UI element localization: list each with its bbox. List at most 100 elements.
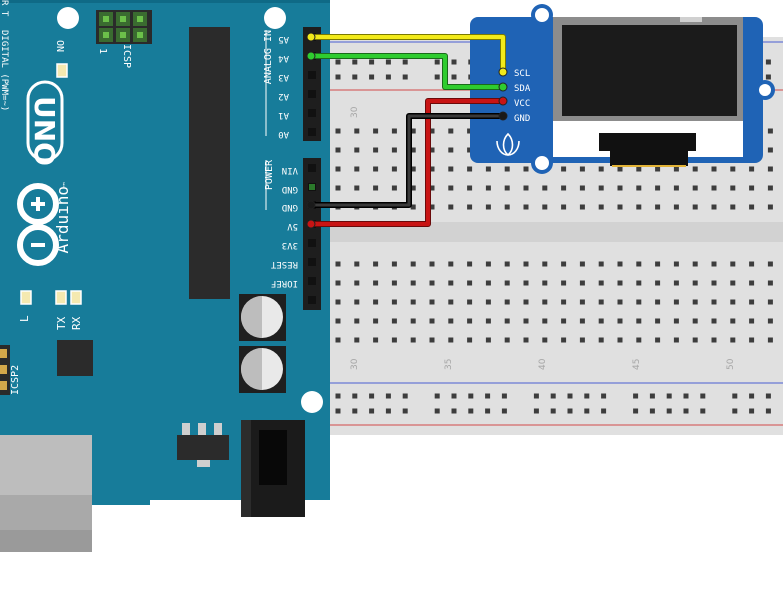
breadboard-hole (523, 185, 529, 191)
breadboard-hole (335, 299, 341, 305)
breadboard-hole (448, 147, 454, 153)
breadboard-hole (767, 128, 773, 134)
breadboard-hole (410, 185, 416, 191)
breadboard-hole (335, 318, 341, 324)
breadboard-hole (636, 299, 642, 305)
oled-pin-label-gnd: GND (514, 114, 530, 124)
breadboard-hole (410, 128, 416, 134)
breadboard-hole (448, 318, 454, 324)
pin-label-ioref: IOREF (271, 278, 298, 288)
breadboard-hole (448, 337, 454, 343)
breadboard-hole (767, 185, 773, 191)
breadboard-hole (410, 166, 416, 172)
breadboard-hole (391, 147, 397, 153)
breadboard-hole (598, 337, 604, 343)
wire-a4-sda (311, 54, 503, 89)
rail-hole (584, 393, 590, 399)
led-l-label: L (18, 315, 31, 322)
rail-hole (335, 59, 341, 65)
breadboard-hole (561, 280, 567, 286)
on-label: ON (54, 40, 65, 52)
pin-label-a2: A2 (278, 91, 289, 101)
pin-label-a1: A1 (278, 110, 289, 120)
breadboard-hole (429, 204, 435, 210)
breadboard-hole (692, 261, 698, 267)
breadboard-hole (429, 280, 435, 286)
rail-hole (335, 74, 341, 80)
breadboard-hole (354, 147, 360, 153)
breadboard-hole (636, 280, 642, 286)
breadboard-hole (485, 166, 491, 172)
icsp2-header (0, 345, 10, 395)
oled-ribbon (599, 133, 696, 151)
breadboard-hole (448, 166, 454, 172)
uno-logo-text: UNO (28, 96, 61, 166)
breadboard-hole (429, 147, 435, 153)
breadboard-hole (391, 128, 397, 134)
breadboard-hole (448, 185, 454, 191)
breadboard-hole (429, 185, 435, 191)
breadboard-hole (410, 147, 416, 153)
rail-hole (468, 393, 474, 399)
breadboard-hole (391, 185, 397, 191)
rail-hole (501, 408, 507, 414)
breadboard-hole (711, 261, 717, 267)
breadboard-hole (542, 299, 548, 305)
breadboard-hole (523, 166, 529, 172)
breadboard-hole (373, 128, 379, 134)
breadboard-hole (504, 166, 510, 172)
rail-hole (749, 408, 755, 414)
breadboard-hole (711, 204, 717, 210)
arduino-uno-board: 1 ICSP ON DIGITAL (PWM=~) R T UNO Arduin… (0, 0, 330, 552)
rail-hole (633, 408, 639, 414)
rail-hole (352, 393, 358, 399)
breadboard-hole (542, 280, 548, 286)
rail-hole (385, 59, 391, 65)
breadboard-hole (335, 337, 341, 343)
breadboard-hole (335, 280, 341, 286)
rail-hole (352, 59, 358, 65)
mounting-hole (264, 7, 286, 29)
rail-hole (601, 408, 607, 414)
breadboard-hole (335, 166, 341, 172)
rail-hole (451, 59, 457, 65)
rail-hole (485, 393, 491, 399)
breadboard-hole (655, 337, 661, 343)
voltage-regulator (177, 423, 229, 467)
breadboard-hole (749, 299, 755, 305)
wire-end-dot (498, 96, 508, 106)
breadboard-hole (373, 185, 379, 191)
breadboard-hole (523, 204, 529, 210)
breadboard-hole (655, 280, 661, 286)
breadboard-hole (711, 337, 717, 343)
breadboard-hole (749, 318, 755, 324)
breadboard-hole (373, 261, 379, 267)
breadboard-hole (655, 261, 661, 267)
breadboard-hole (579, 204, 585, 210)
breadboard-hole (429, 166, 435, 172)
rail-hole (402, 393, 408, 399)
breadboard-hole (504, 185, 510, 191)
icsp-label: ICSP (121, 44, 132, 68)
breadboard-hole (673, 318, 679, 324)
breadboard-hole (598, 166, 604, 172)
breadboard-hole (542, 204, 548, 210)
rail-hole (451, 393, 457, 399)
rail-hole (402, 59, 408, 65)
rail-hole (683, 408, 689, 414)
breadboard-hole (711, 318, 717, 324)
breadboard-hole (579, 299, 585, 305)
rail-hole (385, 74, 391, 80)
breadboard-hole (542, 261, 548, 267)
breadboard-hole (467, 337, 473, 343)
breadboard-hole (467, 299, 473, 305)
led-tx (55, 290, 67, 305)
breadboard-hole (485, 185, 491, 191)
pin-label-a4: A4 (278, 53, 289, 63)
breadboard-channel (328, 222, 783, 242)
breadboard-hole (523, 337, 529, 343)
rail-hole (451, 408, 457, 414)
rail-hole (335, 408, 341, 414)
rail-hole (385, 393, 391, 399)
column-number-30: 30 (350, 358, 360, 370)
